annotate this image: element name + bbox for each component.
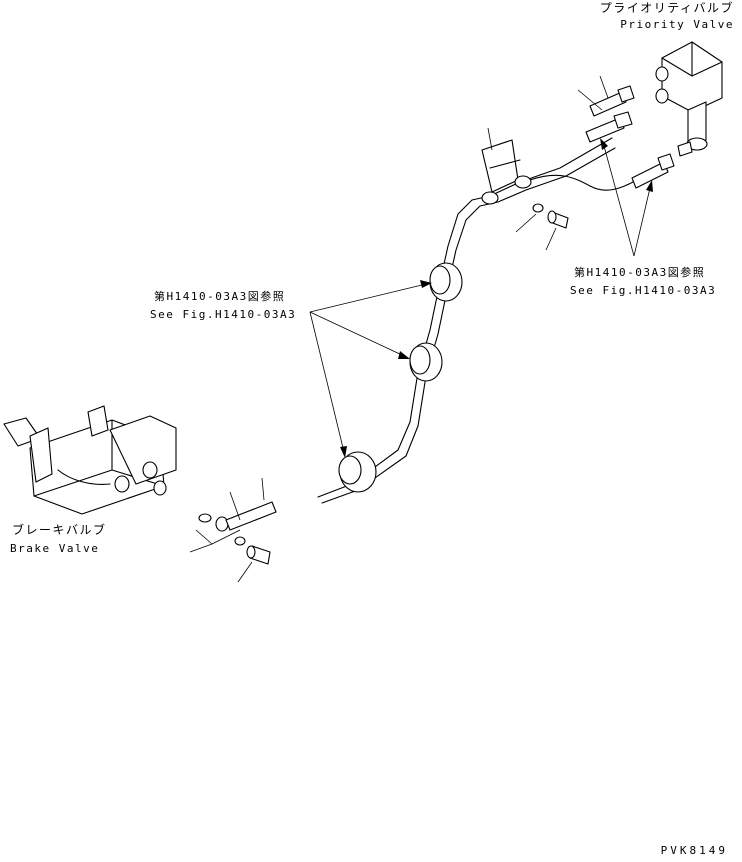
- adapter-middle: [585, 111, 633, 143]
- reference-label-center-jp: 第H1410-03A3図参照: [154, 290, 286, 303]
- priority-valve: [655, 41, 723, 157]
- brake-hose-fitting: [215, 501, 277, 532]
- adapter-upper: [589, 85, 635, 117]
- priority-valve-label-en: Priority Valve: [620, 18, 734, 31]
- grommet-upper: [429, 262, 463, 302]
- brake-valve-label-jp: ブレーキバルブ: [12, 523, 107, 537]
- brake-washer-bolt: [234, 536, 271, 565]
- grommet-lower: [338, 451, 377, 493]
- adapter-lower: [631, 153, 675, 189]
- main-hose: [317, 137, 641, 504]
- leader-lines: [189, 75, 653, 583]
- reference-label-right-jp: 第H1410-03A3図参照: [574, 266, 706, 279]
- hose-clamp-bracket: [481, 139, 532, 205]
- reference-label-right-en: See Fig.H1410-03A3: [570, 284, 717, 297]
- brake-washer: [198, 513, 212, 523]
- drawing-code: PVK8149: [660, 844, 728, 857]
- brake-valve: [3, 405, 177, 515]
- reference-label-center-en: See Fig.H1410-03A3: [150, 308, 297, 321]
- brake-valve-label-en: Brake Valve: [10, 542, 100, 555]
- priority-valve-label-jp: プライオリティバルブ: [599, 1, 734, 15]
- clamp-washer-bolt: [532, 203, 569, 229]
- grommet-middle: [409, 342, 443, 382]
